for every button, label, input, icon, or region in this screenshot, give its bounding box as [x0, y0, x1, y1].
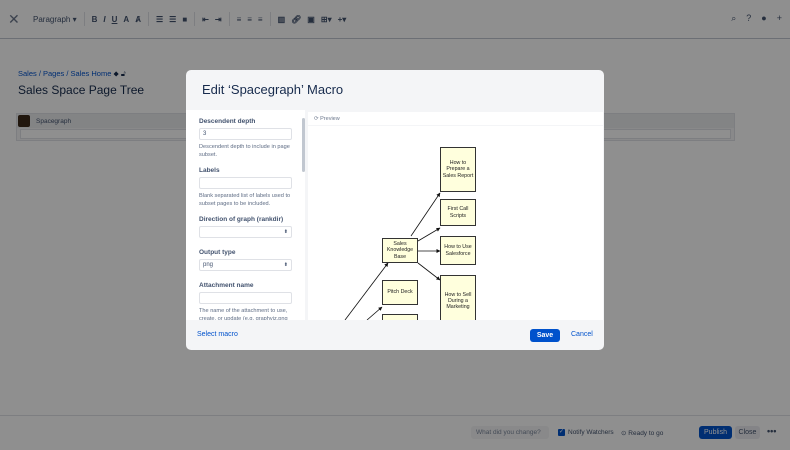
- clear-format-button[interactable]: Ⱥ: [135, 14, 141, 24]
- paragraph-style-dropdown[interactable]: Paragraph ▾: [33, 14, 77, 24]
- field-help: Descendent depth to include in page subs…: [199, 144, 290, 158]
- graph-node[interactable]: First Call Scripts: [440, 199, 476, 226]
- align-center-icon[interactable]: ≡: [247, 14, 252, 24]
- field-label: Attachment name: [199, 282, 254, 289]
- checkbox-checked-icon: ✓: [558, 429, 565, 436]
- preview-refresh[interactable]: ⟳ Preview: [308, 112, 603, 126]
- save-button[interactable]: Save: [530, 329, 560, 342]
- text-color-button[interactable]: A: [123, 14, 130, 24]
- select-arrows-icon: ⬍: [283, 229, 288, 235]
- dialog-footer: Select macro Save Cancel: [186, 320, 604, 350]
- change-comment-input[interactable]: What did you change?: [471, 426, 549, 439]
- confluence-logo-icon[interactable]: ✕: [8, 11, 20, 27]
- avatar[interactable]: ●: [761, 13, 767, 23]
- more-options-button[interactable]: •••: [767, 426, 777, 436]
- select-arrows-icon: ⬍: [283, 262, 288, 268]
- field-label: Output type: [199, 249, 236, 256]
- align-right-icon[interactable]: ≡: [257, 14, 263, 24]
- publish-button[interactable]: Publish: [699, 426, 732, 439]
- macro-parameters-panel: Descendent depth 3 Descendent depth to i…: [186, 110, 305, 320]
- bold-button[interactable]: B: [91, 14, 98, 24]
- graph-node[interactable]: Sales Knowledge Base: [382, 238, 418, 263]
- graph-node[interactable]: Pitch Deck: [382, 280, 418, 305]
- graph-node[interactable]: [382, 314, 418, 320]
- outdent-icon[interactable]: ⇤: [202, 14, 209, 24]
- edge: [417, 227, 441, 242]
- select-macro-link[interactable]: Select macro: [197, 331, 238, 338]
- task-list-icon[interactable]: ■: [182, 14, 188, 24]
- rankdir-select[interactable]: ⬍: [199, 226, 292, 238]
- edge: [410, 192, 441, 237]
- search-icon[interactable]: ⌕: [731, 13, 737, 23]
- refresh-icon: ⟳: [314, 116, 319, 122]
- publish-bar: [0, 415, 790, 450]
- add-icon[interactable]: +: [776, 13, 782, 23]
- restrictions-icon: 🔓︎: [120, 69, 126, 78]
- underline-button[interactable]: U: [111, 14, 118, 24]
- field-label: Direction of graph (rankdir): [199, 216, 284, 223]
- macro-icon: [18, 115, 30, 127]
- label-icon: ⬥: [113, 69, 119, 78]
- page-title[interactable]: Sales Space Page Tree: [18, 83, 145, 97]
- field-label: Descendent depth: [199, 118, 256, 125]
- edge: [417, 262, 441, 281]
- table-icon[interactable]: ⊞▾: [320, 14, 332, 24]
- cancel-button[interactable]: Cancel: [571, 331, 593, 338]
- numbered-list-icon[interactable]: ☰: [169, 14, 177, 24]
- labels-input[interactable]: [199, 177, 292, 189]
- field-help: Blank separated list of labels used to s…: [199, 193, 291, 207]
- graph-node[interactable]: How to Sell During a Marketing: [440, 275, 476, 320]
- graph-node[interactable]: How to Prepare a Sales Report: [440, 147, 476, 192]
- field-label: Labels: [199, 167, 220, 174]
- graph-node[interactable]: How to Use Salesforce: [440, 236, 476, 265]
- dialog-title: Edit ‘Spacegraph’ Macro: [202, 82, 344, 97]
- attachment-name-input[interactable]: [199, 292, 292, 304]
- notify-watchers-checkbox[interactable]: ✓Notify Watchers: [558, 429, 614, 436]
- ready-to-go-status[interactable]: ⊙ Ready to go: [621, 430, 664, 437]
- italic-button[interactable]: I: [103, 14, 106, 24]
- link-icon[interactable]: 🔗︎: [291, 14, 302, 24]
- help-icon[interactable]: ?: [746, 13, 752, 23]
- editor-toolbar: ✕ Paragraph ▾ B I U A Ⱥ ☰ ☰ ■ ⇤ ⇥ ≡ ≡ ≡ …: [0, 0, 790, 39]
- bullet-list-icon[interactable]: ☰: [155, 14, 164, 24]
- descendent-depth-input[interactable]: 3: [199, 128, 292, 140]
- layout-icon[interactable]: ▥: [277, 14, 286, 24]
- align-left-icon[interactable]: ≡: [236, 14, 242, 24]
- insert-icon[interactable]: +▾: [337, 14, 347, 24]
- close-button[interactable]: Close: [735, 426, 760, 439]
- indent-icon[interactable]: ⇥: [214, 14, 222, 24]
- field-help: The name of the attachment to use, creat…: [199, 308, 288, 320]
- image-icon[interactable]: ▣: [307, 14, 315, 24]
- parameters-scrollbar[interactable]: [302, 118, 305, 172]
- edge: [366, 306, 383, 320]
- preview-panel: ⟳ Preview How to Prepare a Sales Report …: [308, 112, 603, 320]
- macro-dialog: Edit ‘Spacegraph’ Macro Descendent depth…: [186, 70, 604, 350]
- edge: [344, 262, 389, 320]
- graph-edges: [344, 192, 441, 320]
- output-type-select[interactable]: png⬍: [199, 259, 292, 271]
- breadcrumb[interactable]: Sales / Pages / Sales Home ⬥ 🔓︎: [18, 69, 126, 78]
